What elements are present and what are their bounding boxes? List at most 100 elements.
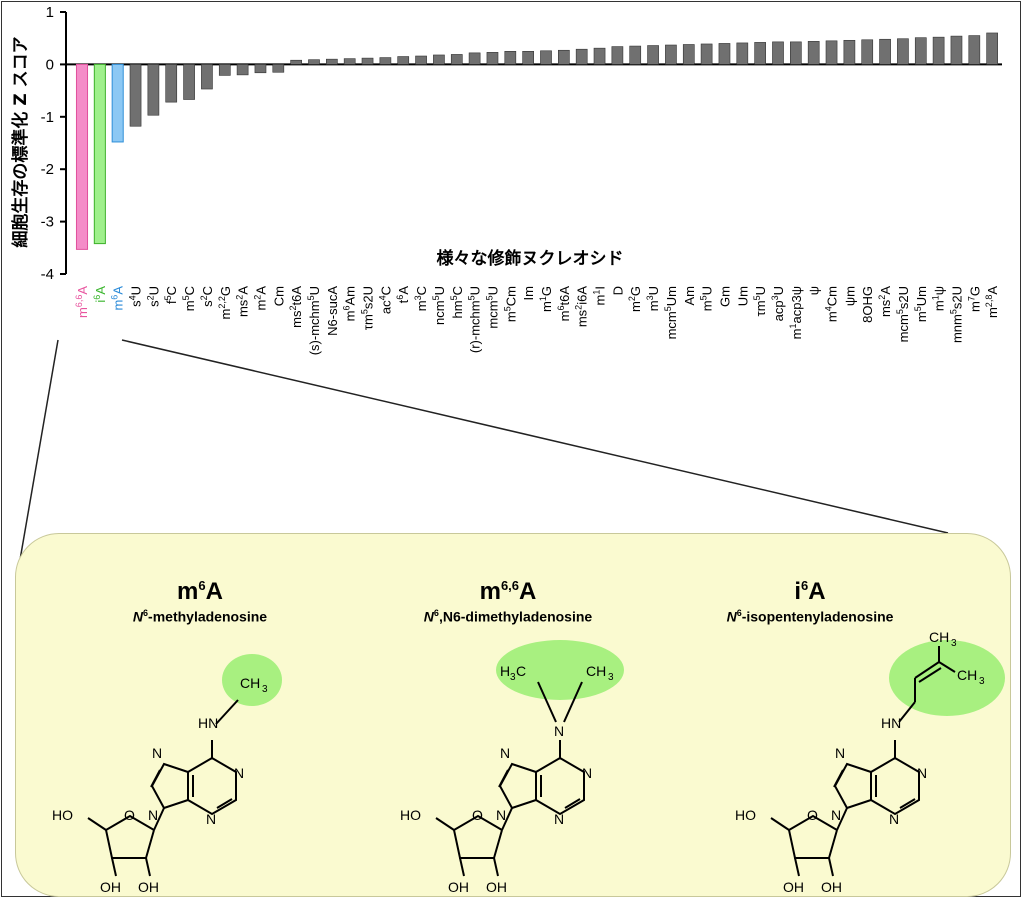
svg-text:OH: OH [448, 879, 469, 895]
m6a-structure: HN CH 3 N N N N O HO OH OH [52, 654, 282, 895]
svg-text:3: 3 [510, 672, 516, 683]
bar [825, 40, 838, 65]
category-label: s2U [145, 286, 161, 307]
bar [183, 64, 195, 100]
bar [450, 54, 463, 65]
category-label: m3U [645, 286, 661, 311]
category-label: m2A [252, 286, 268, 311]
svg-text:N: N [206, 811, 216, 827]
molecule-title-m66a: m6,6A [479, 578, 537, 605]
category-label: Gm [717, 286, 732, 307]
category-label: m1G [538, 286, 554, 312]
bar [75, 63, 89, 250]
svg-text:3: 3 [262, 684, 268, 695]
svg-text:3: 3 [608, 672, 614, 683]
category-label: m1I [592, 286, 608, 305]
bar [718, 43, 731, 65]
category-label: m5U [699, 286, 715, 311]
bar [843, 39, 856, 65]
category-label: m1ψ [931, 286, 947, 311]
molecule-panel [15, 533, 1011, 897]
ch3-label: CH [240, 675, 260, 691]
bar [807, 41, 820, 65]
svg-text:OH: OH [100, 879, 121, 895]
bar [790, 41, 802, 65]
svg-text:O: O [472, 807, 483, 823]
i6a-structure: HN CH 3 CH 3 N N N N O HO OH OH [735, 629, 1005, 895]
category-label: f5C [163, 286, 179, 304]
isopentenyl-highlight [889, 640, 1005, 716]
bar [379, 57, 392, 65]
molecule-title-m6a: m6A [177, 578, 223, 605]
category-label: m7G [966, 286, 982, 312]
bar [343, 58, 356, 65]
svg-text:3: 3 [951, 638, 957, 649]
bar [504, 50, 517, 65]
molecule-subtitle-m66a: N6,N6-dimethyladenosine [423, 608, 593, 625]
category-label: mnm5s2U [948, 286, 964, 343]
category-label: Am [682, 286, 697, 306]
svg-text:HO: HO [400, 807, 421, 823]
category-label: Cm [271, 286, 286, 306]
bar [968, 35, 981, 65]
svg-text:C: C [516, 663, 526, 679]
svg-text:CH: CH [586, 663, 606, 679]
bar [147, 64, 160, 116]
svg-text:N: N [234, 765, 244, 781]
svg-text:HO: HO [52, 807, 73, 823]
bar [326, 58, 338, 65]
category-label: N6-sucA [325, 286, 340, 336]
svg-text:OH: OH [783, 879, 804, 895]
y-tick-label: -4 [41, 266, 54, 283]
category-label: m2G [627, 286, 643, 312]
svg-text:N: N [889, 811, 899, 827]
category-label: m2,2G [217, 286, 233, 319]
category-label: m6Am [342, 286, 358, 321]
svg-text:N: N [500, 745, 510, 761]
category-label: m6t6A [556, 286, 572, 322]
category-label: ms2t6A [288, 286, 304, 328]
category-label: mcm5s2U [895, 286, 911, 342]
bar [682, 44, 695, 65]
category-label: mcm5U [484, 286, 500, 329]
category-label: ψ [807, 286, 822, 295]
bar [914, 37, 927, 65]
category-label: m1acp3ψ [788, 286, 804, 339]
y-tick-label: 1 [46, 4, 54, 21]
y-tick-label: -2 [41, 161, 54, 178]
chart-bars [75, 32, 998, 250]
bar [236, 64, 249, 76]
bar [93, 63, 106, 245]
bar [522, 50, 534, 65]
category-label: mcm5Um [663, 286, 679, 339]
svg-text:N: N [582, 765, 592, 781]
category-label: D [610, 286, 625, 295]
bar [897, 38, 909, 65]
category-label: m2,8A [984, 286, 1000, 318]
bar [575, 48, 588, 65]
bar [201, 64, 213, 90]
y-tick-label: -3 [41, 214, 54, 231]
category-label: hm5C [449, 286, 465, 318]
y-axis-title: 細胞生存の標準化 Z スコア [10, 36, 31, 247]
bar [165, 64, 178, 103]
bar [950, 35, 963, 65]
bar [558, 49, 570, 65]
bar [665, 44, 677, 65]
bar [754, 42, 766, 65]
x-axis-title: 様々な修飾ヌクレオシド [437, 248, 624, 269]
molecule-subtitle-m6a: N6-methyladenosine [132, 608, 268, 625]
category-label: ψm [842, 286, 857, 306]
bar [468, 52, 481, 65]
category-label: ms2A [877, 286, 893, 317]
bar [129, 64, 142, 127]
bar [308, 59, 320, 65]
bar-chart: 10-1-2-3-4 m6,6Ai6Am6As4Us2Uf5Cm5Cs2Cm2,… [10, 4, 1002, 584]
category-label: s4U [128, 286, 144, 307]
svg-text:N: N [152, 745, 162, 761]
nh-label: HN [198, 715, 218, 731]
category-label: (r)-mchm5U [467, 286, 483, 353]
category-label: m5Um [913, 286, 929, 322]
svg-text:O: O [807, 807, 818, 823]
